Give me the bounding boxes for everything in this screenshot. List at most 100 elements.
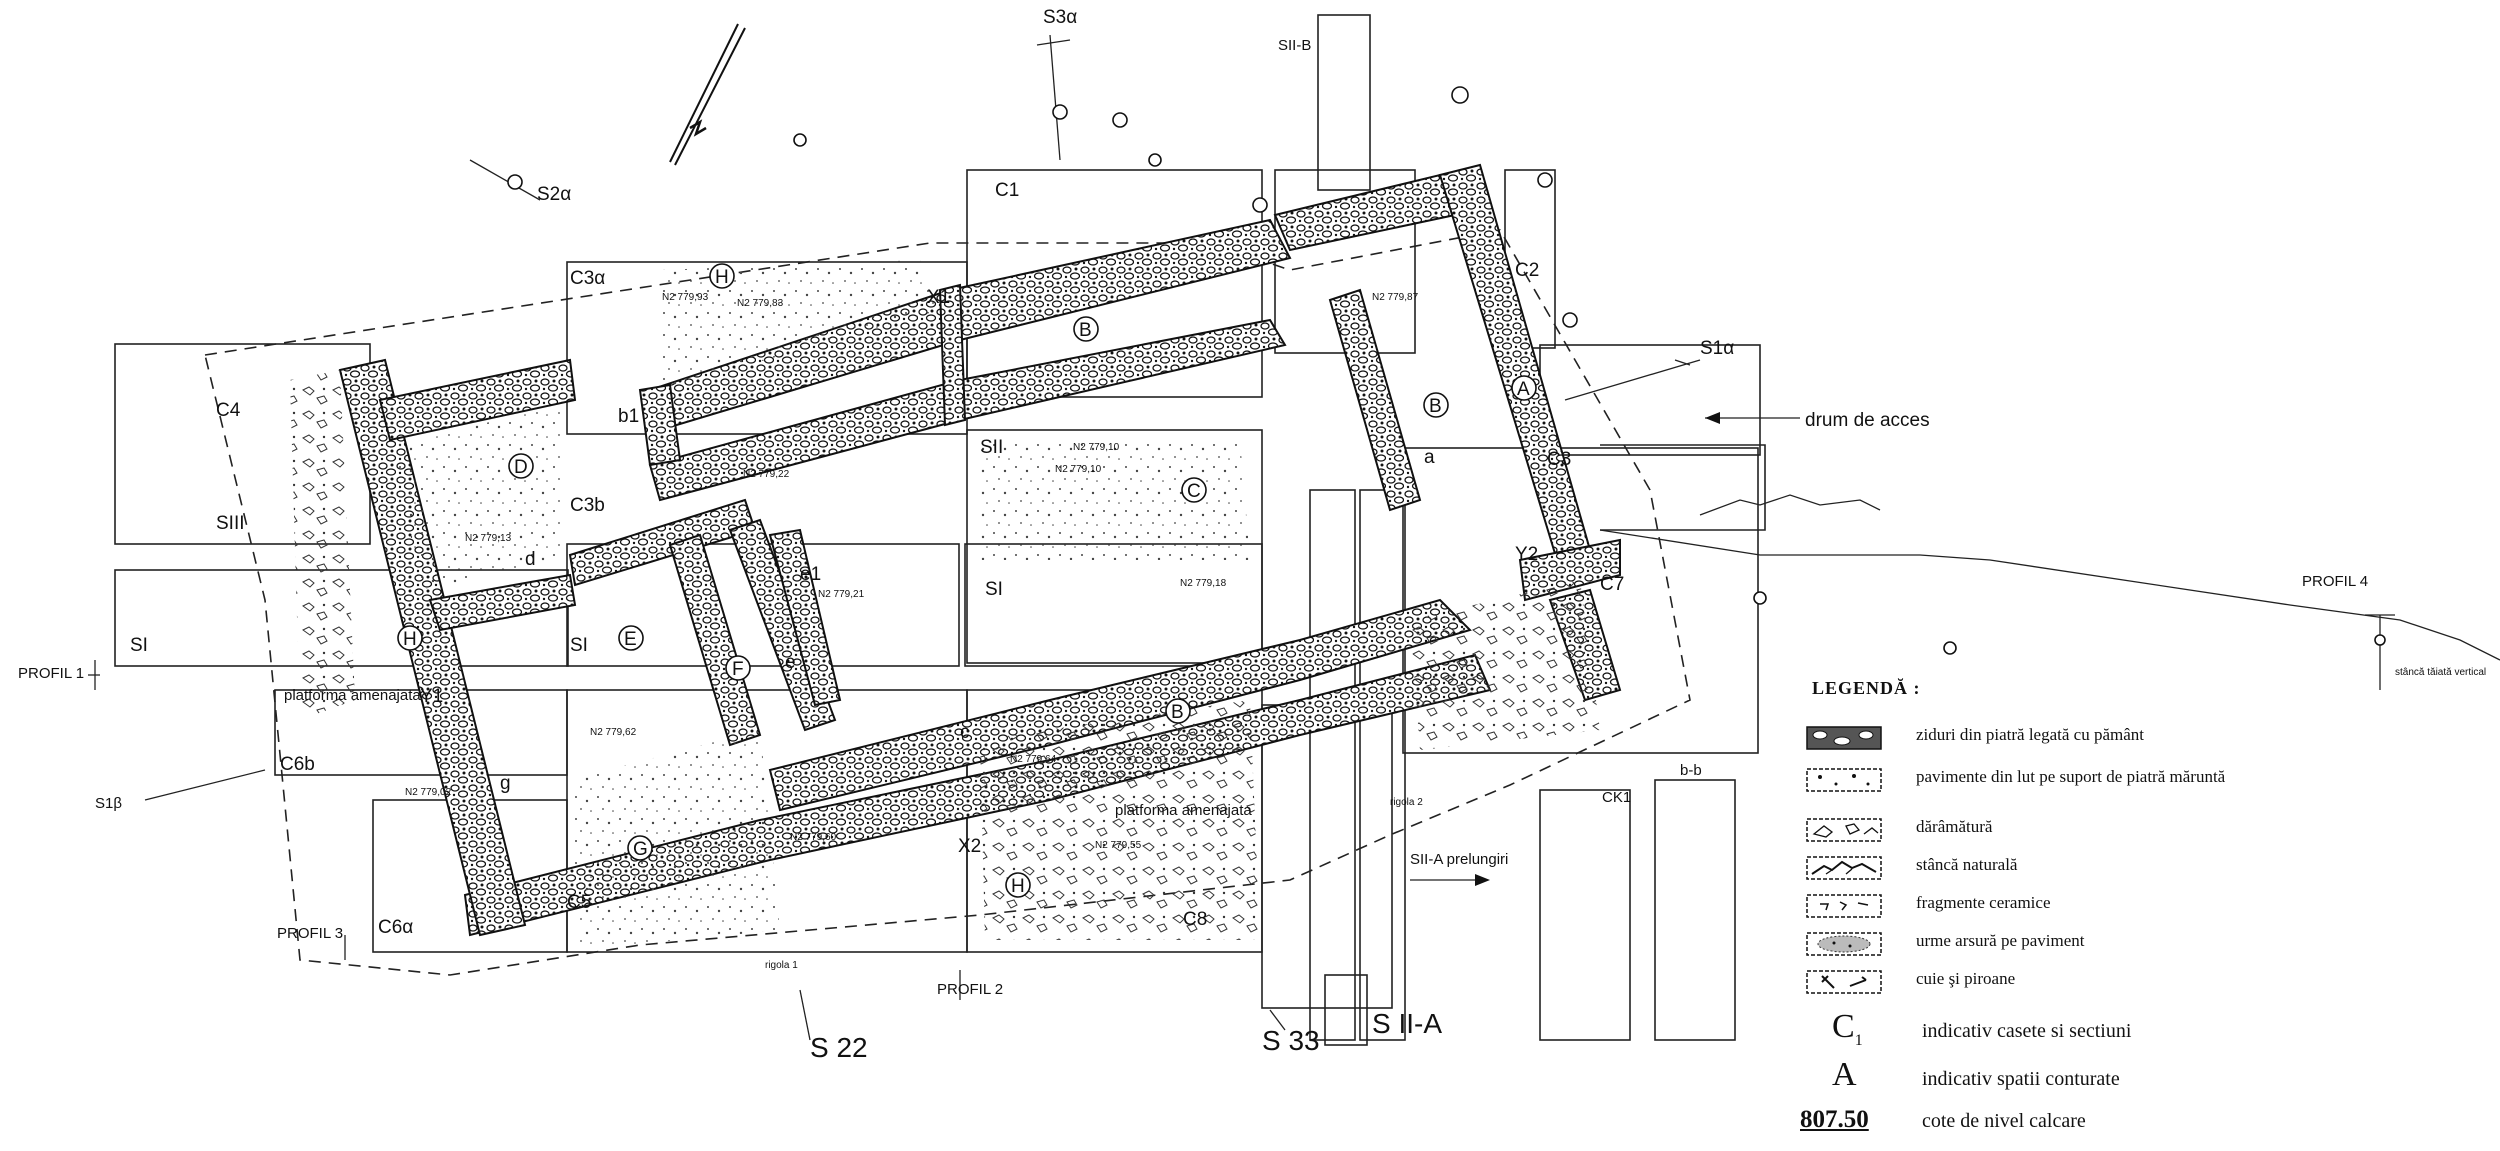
elevation-label: N2 779,10	[1073, 442, 1120, 453]
labels: S3α SII-B S2α C1 C2 C3α S1α C4 SII b1 C3…	[18, 7, 2486, 1063]
legend-text: dărâmătură	[1916, 817, 1993, 836]
legend-text: stâncă naturală	[1916, 855, 2018, 874]
elevation-label: N2 779,93	[662, 292, 709, 303]
elevation-label: N2 779,13	[465, 533, 512, 544]
space-letters: A B B B C D E F G H H H	[403, 267, 1530, 897]
space-label-f: F	[732, 659, 744, 680]
legend-item-caseta-indicator: C1 indicativ casete si sectiuni	[1800, 1008, 2480, 1054]
rigola-annotation-2: rigola 2	[1390, 797, 1423, 808]
point-e1: e1	[800, 564, 821, 585]
elevation-symbol: 807.50	[1800, 1106, 1869, 1133]
elevation-label: N2 779,60	[790, 832, 837, 843]
section-label-bb: b-b	[1680, 762, 1702, 779]
space-label-h-bottom: H	[1011, 876, 1025, 897]
elevation-label: N2 779,83	[737, 298, 784, 309]
elevation-label: N2 779,64	[1010, 754, 1057, 765]
caseta-label-c6a: C6α	[378, 917, 413, 938]
legend-item-nails: cuie şi piroane	[1800, 966, 2480, 1004]
extension-annotation: SII-A prelungiri	[1410, 851, 1508, 868]
elevation-label: N2 779,87	[1372, 292, 1419, 303]
legend-item-pavement: pavimente din lut pe suport de piatră mă…	[1800, 764, 2480, 808]
space-label-a: A	[1517, 379, 1530, 400]
legend-text: fragmente ceramice	[1916, 893, 2051, 912]
excavation-outline	[204, 229, 1691, 976]
natural-rock-icon	[1806, 856, 1882, 880]
section-label-si-left: SI	[130, 635, 148, 656]
caseta-label-ck1: CK1	[1602, 789, 1631, 806]
legend-text: cote de nivel calcare	[1922, 1110, 2086, 1132]
elevation-label: N2 779,22	[743, 469, 790, 480]
burn-traces-icon	[1806, 932, 1882, 956]
elevation-labels: N2 779,93 N2 779,83 N2 779,13 N2 779,10 …	[405, 292, 1419, 851]
platform-annotation-2: platforma amenajata	[1115, 802, 1252, 819]
caseta-label-c3a: C3α	[570, 268, 605, 289]
caseta-indicator-symbol: C1	[1832, 1008, 1863, 1049]
point-g: g	[500, 773, 511, 794]
point-y1: Y1	[420, 686, 443, 707]
platform-annotation-1: platforma amenajata	[284, 687, 421, 704]
space-label-d: D	[514, 457, 528, 478]
road-annotation: drum de acces	[1805, 410, 1930, 431]
space-markers	[397, 263, 1537, 898]
section-label-si-mid: SI	[570, 635, 588, 656]
caseta-label-c4: C4	[216, 400, 241, 421]
section-label-s1a: S1α	[1700, 338, 1734, 359]
point-x1: X1	[927, 287, 950, 308]
profile-lines	[88, 34, 2500, 1041]
legend-item-ceramics: fragmente ceramice	[1800, 890, 2480, 928]
legend-text: cuie şi piroane	[1916, 969, 2016, 988]
elevation-label: N2 779,55	[1095, 840, 1142, 851]
section-label-s33: S 33	[1262, 1025, 1320, 1056]
elevation-label: N2 779,21	[818, 589, 865, 600]
caseta-label-c3b: C3b	[570, 495, 605, 516]
space-label-e: E	[624, 629, 637, 650]
space-label-h-top: H	[715, 267, 729, 288]
north-arrow-icon	[669, 23, 746, 166]
caseta-label-c3: C3	[1547, 449, 1571, 470]
stone-wall-icon	[1806, 726, 1882, 750]
legend-item-rock: stâncă naturală	[1800, 852, 2480, 890]
section-label-s1b: S1β	[95, 795, 122, 812]
legend-text: urme arsură pe paviment	[1916, 931, 2085, 950]
space-indicator-symbol: A	[1832, 1056, 1857, 1093]
section-label-siii: SIII	[216, 513, 245, 534]
trench-grid	[114, 14, 1766, 1046]
section-label-siia: S II-A	[1372, 1008, 1442, 1039]
profile-label-2: PROFIL 2	[937, 981, 1003, 998]
elevation-label: N2 779,02	[405, 787, 452, 798]
elevation-label: N2 779,62	[590, 727, 637, 738]
rock-annotation: stâncă tăiată vertical	[2395, 667, 2486, 678]
space-label-b-bottom: B	[1171, 702, 1184, 723]
point-y2: Y2	[1515, 544, 1538, 565]
space-label-b-top: B	[1079, 320, 1092, 341]
section-label-siib: SII-B	[1278, 37, 1311, 54]
elevation-label: N2 779,10	[1055, 464, 1102, 475]
caseta-label-c6b: C6b	[280, 754, 315, 775]
point-b1: b1	[618, 406, 639, 427]
space-label-g: G	[633, 839, 648, 860]
legend: LEGENDĂ : ziduri din piatră legată cu pă…	[1800, 672, 2480, 1142]
profile-label-1: PROFIL 1	[18, 665, 84, 682]
legend-item-walls: ziduri din piatră legată cu pământ	[1800, 722, 2480, 760]
pavement-areas	[290, 260, 1600, 950]
space-label-c: C	[1187, 481, 1201, 502]
section-label-s3a: S3α	[1043, 7, 1077, 28]
nails-icon	[1806, 970, 1882, 994]
legend-item-burn: urme arsură pe paviment	[1800, 928, 2480, 966]
legend-item-elevation: 807.50 cote de nivel calcare	[1800, 1104, 2480, 1140]
space-label-h-left: H	[403, 629, 417, 650]
space-label-b-right: B	[1429, 396, 1442, 417]
point-c: c	[960, 722, 970, 743]
legend-text: ziduri din piatră legată cu pământ	[1916, 725, 2144, 744]
section-label-si-right: SI	[985, 579, 1003, 600]
point-x2: X2	[958, 836, 981, 857]
point-e: e	[785, 652, 796, 673]
pavement-icon	[1806, 768, 1882, 792]
section-label-sii: SII	[980, 437, 1003, 458]
caseta-label-c5: C5	[567, 892, 591, 913]
elevation-label: N2 779,18	[1180, 578, 1227, 589]
caseta-label-c2: C2	[1515, 260, 1539, 281]
point-a: a	[1424, 447, 1435, 468]
legend-text: indicativ casete si sectiuni	[1922, 1020, 2132, 1042]
caseta-label-c1: C1	[995, 180, 1019, 201]
